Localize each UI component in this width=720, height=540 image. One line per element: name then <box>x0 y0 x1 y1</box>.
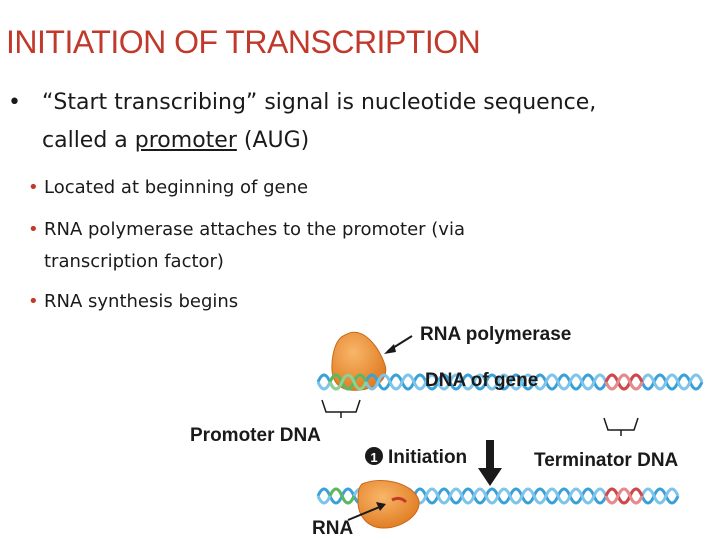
label-promoter-dna: Promoter DNA <box>190 425 321 446</box>
rna-transcript <box>391 496 408 504</box>
sub-bullet-1-text: Located at beginning of gene <box>44 177 309 198</box>
sub-bullet-marker: • <box>28 291 39 312</box>
main-bullet-line1: “Start transcribing” signal is nucleotid… <box>42 90 597 115</box>
slide-title: INITIATION OF TRANSCRIPTION <box>6 24 481 60</box>
label-rna-polymerase: RNA polymerase <box>420 324 571 345</box>
main-bullet-text-after: (AUG) <box>236 128 310 153</box>
label-rna: RNA <box>312 518 353 539</box>
rna-pointer-arrowhead <box>376 502 386 511</box>
step-number-badge <box>365 447 383 465</box>
promoter-bracket <box>321 399 361 413</box>
step-arrow-head <box>478 468 502 486</box>
bullet-marker: • <box>8 90 21 115</box>
sub-bullet-2-text: RNA polymerase attaches to the promoter … <box>44 219 465 240</box>
rna-pointer-arrow <box>347 505 383 521</box>
sub-bullet-marker: • <box>28 177 39 198</box>
label-terminator-dna: Terminator DNA <box>534 450 679 471</box>
polymerase-pointer-arrowhead <box>384 344 396 354</box>
terminator-bracket <box>603 417 639 431</box>
label-dna-of-gene: DNA of gene <box>425 370 538 391</box>
sub-bullet-2-continuation: transcription factor) <box>44 251 224 272</box>
step-arrow-shaft <box>486 440 494 470</box>
promoter-term: promoter <box>134 128 237 153</box>
main-bullet-text-before: called a <box>42 128 135 153</box>
rna-polymerase-bound-shape <box>357 480 420 529</box>
sub-bullet-3: •RNA synthesis begins <box>28 288 238 316</box>
label-initiation: Initiation <box>388 447 467 468</box>
sub-bullet-2: •RNA polymerase attaches to the promoter… <box>28 216 465 244</box>
step-number: 1 <box>370 450 377 465</box>
main-bullet-line2: called a promoter (AUG) <box>42 124 309 158</box>
sub-bullet-1: •Located at beginning of gene <box>28 174 308 202</box>
dna-helix-top <box>316 373 704 391</box>
sub-bullet-3-text: RNA synthesis begins <box>44 291 239 312</box>
sub-bullet-marker: • <box>28 219 39 240</box>
